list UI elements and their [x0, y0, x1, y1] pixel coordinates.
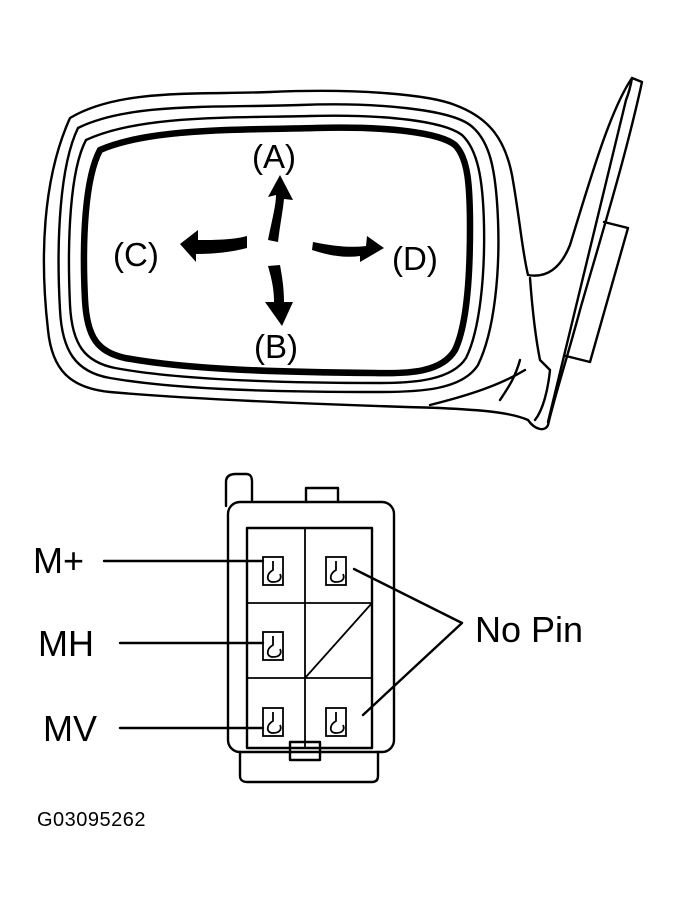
pin-grid — [245, 526, 374, 750]
arrow-down — [265, 265, 293, 326]
connector-bottom-key — [288, 740, 322, 762]
housing-lower-stroke — [498, 358, 522, 402]
mount-arm-inner — [546, 76, 634, 424]
terminal-mv — [262, 707, 284, 737]
terminal-mh — [262, 631, 284, 661]
mirror-frame-outer — [67, 114, 486, 385]
terminal-label-mv: MV — [43, 708, 97, 749]
terminal-label-mh: MH — [38, 623, 94, 664]
leader-no-pin — [352, 567, 464, 717]
connector-housing — [226, 500, 396, 754]
mirror-housing-inner-rim — [57, 103, 500, 394]
mirror-housing-outline — [42, 76, 644, 431]
terminal-no-pin-top — [325, 556, 347, 586]
direction-label-c: (C) — [113, 236, 159, 273]
terminal-no-pin-bottom — [325, 707, 347, 737]
arrow-left — [180, 230, 247, 262]
connector-base — [238, 750, 380, 784]
mirror-glass — [80, 124, 474, 377]
mount-plate — [564, 220, 630, 364]
empty-cavity-diagonal — [304, 602, 373, 679]
arrow-right — [312, 236, 384, 262]
arrow-up — [268, 175, 293, 242]
terminal-m-plus — [262, 556, 284, 586]
connector-latch — [224, 472, 254, 508]
direction-label-a: (A) — [252, 138, 296, 175]
direction-label-b: (B) — [254, 328, 298, 365]
housing-lower-curve — [428, 368, 527, 407]
connector-top-tab — [304, 486, 340, 504]
direction-label-d: (D) — [392, 240, 438, 277]
figure-code: G03095262 — [37, 809, 147, 831]
mount-bracket — [528, 276, 552, 422]
no-pin-label: No Pin — [475, 609, 584, 650]
terminal-label-m-plus: M+ — [33, 540, 85, 581]
